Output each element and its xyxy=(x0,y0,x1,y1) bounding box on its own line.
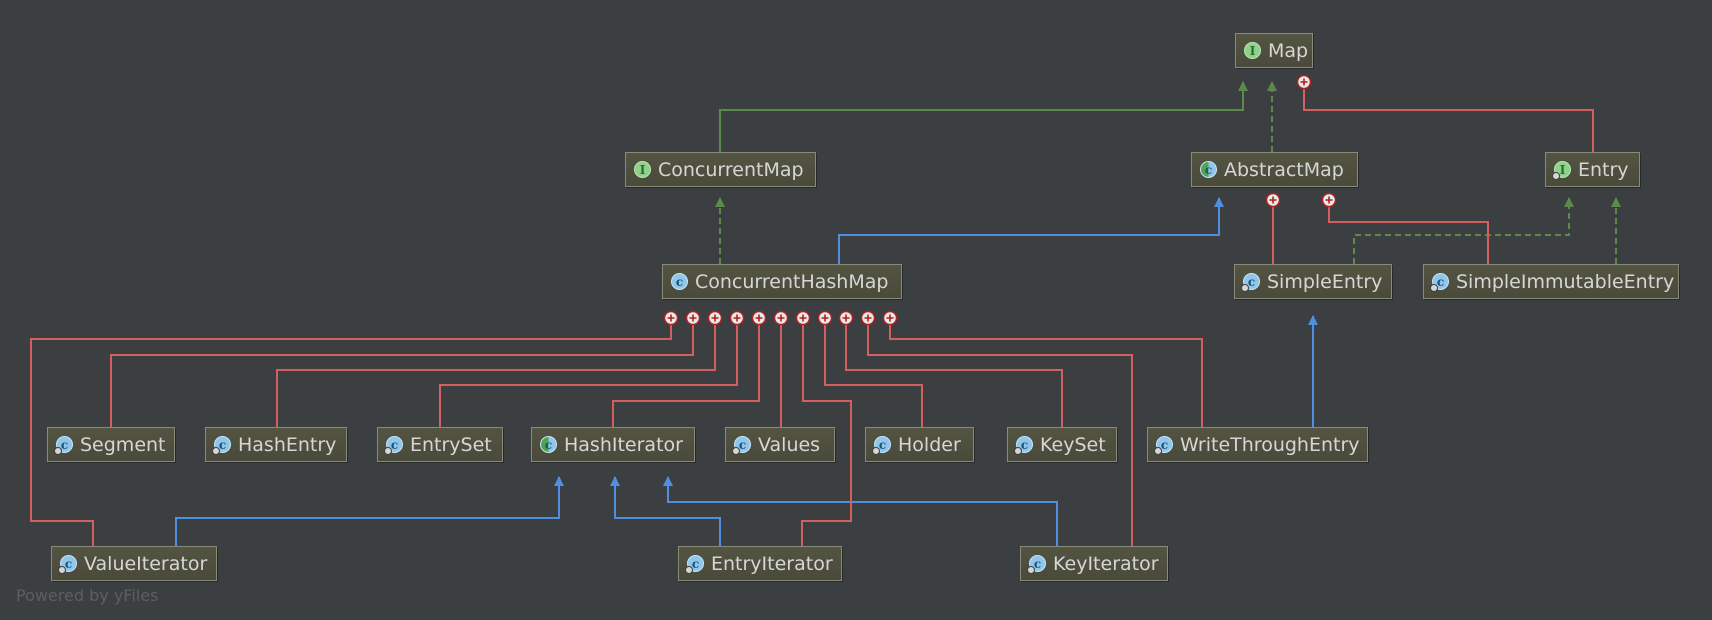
circle-plus-icon xyxy=(707,310,723,326)
edge-entryiterator-extends-hashiterator xyxy=(610,476,721,546)
node-label: ConcurrentMap xyxy=(658,158,804,181)
circle-plus-icon xyxy=(751,310,767,326)
circle-plus-icon xyxy=(1296,74,1312,90)
node-label: ConcurrentHashMap xyxy=(695,270,889,293)
edge-map-inner-entry xyxy=(1303,82,1594,152)
edge-abstractmap-inner-simpleimmutableentry xyxy=(1328,200,1489,264)
class-icon: c xyxy=(671,273,688,290)
node-hash-entry[interactable]: c HashEntry xyxy=(205,427,347,462)
node-label: Map xyxy=(1268,39,1309,62)
node-label: SimpleEntry xyxy=(1267,270,1383,293)
node-entry-set[interactable]: c EntrySet xyxy=(377,427,503,462)
edge-chm-inner-writethroughentry xyxy=(889,318,1203,427)
edge-chm-inner-valueiterator xyxy=(30,318,672,546)
circle-plus-icon xyxy=(729,310,745,326)
circle-plus-icon xyxy=(860,310,876,326)
class-icon: c xyxy=(384,436,403,455)
abstract-class-icon: c xyxy=(1200,161,1217,178)
interface-icon: I xyxy=(1552,161,1571,180)
node-label: EntryIterator xyxy=(711,552,833,575)
node-label: Segment xyxy=(80,433,166,456)
class-icon: c xyxy=(872,436,891,455)
node-segment[interactable]: c Segment xyxy=(47,427,175,462)
node-key-set[interactable]: c KeySet xyxy=(1007,427,1117,462)
abstract-class-icon: c xyxy=(540,436,557,453)
edge-chm-inner-hashentry xyxy=(276,318,716,427)
node-label: EntrySet xyxy=(410,433,492,456)
node-simple-immutable-entry[interactable]: c SimpleImmutableEntry xyxy=(1423,264,1679,299)
class-icon: c xyxy=(1430,273,1449,292)
edge-chm-inner-entryiterator xyxy=(801,318,852,546)
node-label: AbstractMap xyxy=(1224,158,1344,181)
node-simple-entry[interactable]: c SimpleEntry xyxy=(1234,264,1392,299)
node-holder[interactable]: c Holder xyxy=(865,427,974,462)
circle-plus-icon xyxy=(817,310,833,326)
node-entry-iterator[interactable]: c EntryIterator xyxy=(678,546,842,581)
node-abstract-map[interactable]: c AbstractMap xyxy=(1191,152,1358,187)
node-concurrent-hash-map[interactable]: c ConcurrentHashMap xyxy=(662,264,902,299)
node-label: ValueIterator xyxy=(84,552,208,575)
edge-concurrentmap-implements-map xyxy=(719,81,1248,152)
edge-concurrenthashmap-extends-abstractmap xyxy=(838,197,1224,264)
edge-chm-inner-hashiterator xyxy=(612,318,760,427)
circle-plus-icon xyxy=(1321,192,1337,208)
circle-plus-icon xyxy=(838,310,854,326)
class-icon: c xyxy=(1014,436,1033,455)
class-icon: c xyxy=(54,436,73,455)
node-label: Values xyxy=(758,433,821,456)
class-icon: c xyxy=(212,436,231,455)
circle-plus-icon xyxy=(685,310,701,326)
edge-chm-inner-entryset xyxy=(439,318,738,427)
node-label: SimpleImmutableEntry xyxy=(1456,270,1675,293)
interface-icon: I xyxy=(634,161,651,178)
circle-plus-icon xyxy=(663,310,679,326)
node-label: WriteThroughEntry xyxy=(1180,433,1360,456)
node-label: HashEntry xyxy=(238,433,337,456)
node-value-iterator[interactable]: c ValueIterator xyxy=(51,546,217,581)
edge-chm-inner-keyset xyxy=(845,318,1063,427)
class-icon: c xyxy=(1027,555,1046,574)
node-values[interactable]: c Values xyxy=(725,427,835,462)
class-icon: c xyxy=(1241,273,1260,292)
interface-icon: I xyxy=(1244,42,1261,59)
node-label: KeyIterator xyxy=(1053,552,1159,575)
circle-plus-icon xyxy=(795,310,811,326)
edge-valueiterator-extends-hashiterator xyxy=(175,476,564,546)
node-key-iterator[interactable]: c KeyIterator xyxy=(1020,546,1168,581)
inner-class-markers xyxy=(663,74,1337,326)
edge-chm-inner-segment xyxy=(110,318,694,427)
node-map[interactable]: I Map xyxy=(1235,33,1313,68)
circle-plus-icon xyxy=(1265,192,1281,208)
node-label: HashIterator xyxy=(564,433,683,456)
edge-keyiterator-extends-hashiterator xyxy=(663,476,1058,546)
node-hash-iterator[interactable]: c HashIterator xyxy=(531,427,695,462)
node-label: Holder xyxy=(898,433,961,456)
edge-chm-inner-keyiterator xyxy=(867,318,1133,546)
node-label: KeySet xyxy=(1040,433,1106,456)
edge-chm-inner-holder xyxy=(824,318,923,427)
node-write-through-entry[interactable]: c WriteThroughEntry xyxy=(1147,427,1368,462)
edge-simpleentry-implements-entry xyxy=(1353,197,1574,264)
node-label: Entry xyxy=(1578,158,1629,181)
class-icon: c xyxy=(732,436,751,455)
watermark: Powered by yFiles xyxy=(16,586,159,605)
class-icon: c xyxy=(685,555,704,574)
node-entry[interactable]: I Entry xyxy=(1545,152,1640,187)
circle-plus-icon xyxy=(773,310,789,326)
class-icon: c xyxy=(1154,436,1173,455)
class-icon: c xyxy=(58,555,77,574)
circle-plus-icon xyxy=(882,310,898,326)
node-concurrent-map[interactable]: I ConcurrentMap xyxy=(625,152,816,187)
